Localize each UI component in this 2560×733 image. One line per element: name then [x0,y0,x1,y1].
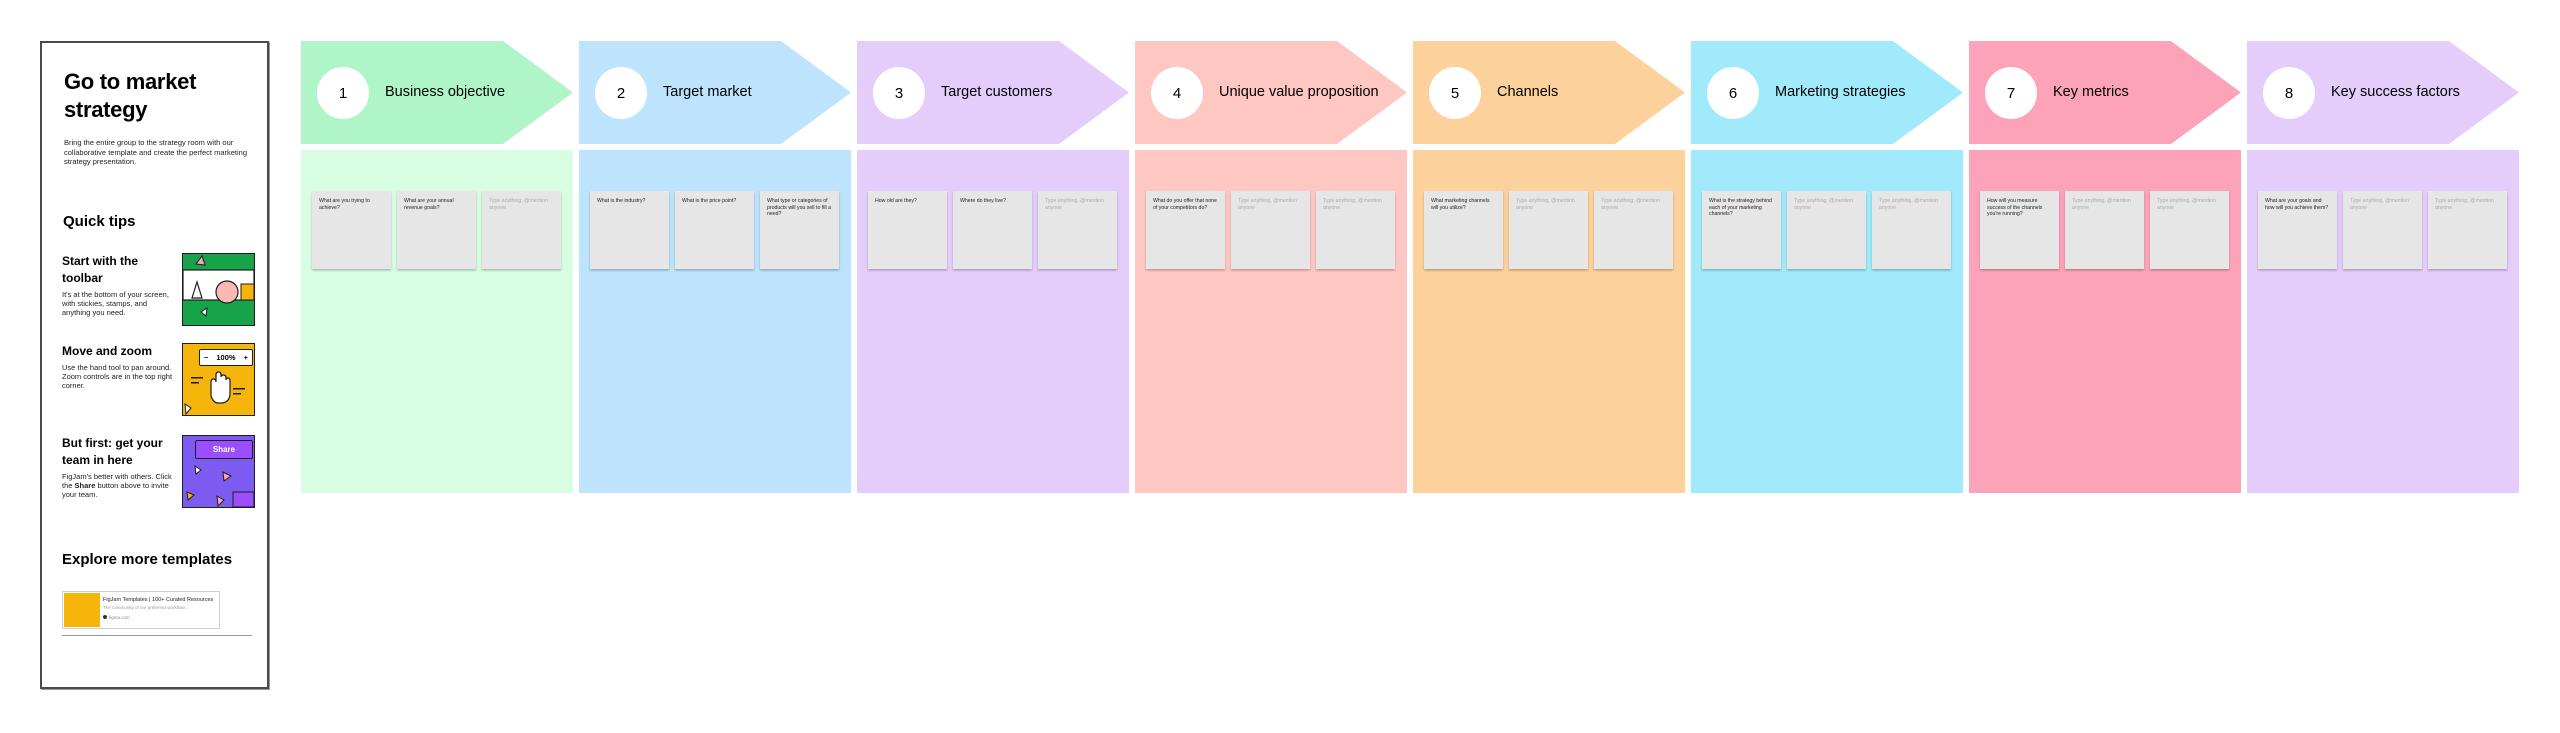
tip-body: It's at the bottom of your screen, with … [62,290,169,317]
step-number: 1 [317,67,369,119]
sticky-note[interactable]: Type anything, @mention anyone [1038,191,1117,269]
zoom-level: 100% [216,353,236,362]
template-name: FigJam Templates | 100+ Curated Resource… [103,597,214,603]
step-number: 6 [1707,67,1759,119]
sticky-note[interactable]: Type anything, @mention anyone [482,191,561,269]
sticky-note[interactable]: Type anything, @mention anyone [1787,191,1866,269]
template-card[interactable]: FigJam Templates | 100+ Curated Resource… [62,591,220,629]
tip-body: Use the hand tool to pan around. Zoom co… [62,363,173,390]
tip-toolbar: Start with the toolbar It's at the botto… [62,253,257,333]
step-column-8: What are your goals and how will you ach… [2247,150,2519,493]
minus-icon: − [204,353,209,362]
sticky-note[interactable]: What type or categories of products will… [760,191,839,269]
step-column-5: What marketing channels will you utilize… [1413,150,1685,493]
step-title: Target customers [941,84,1053,100]
sticky-note[interactable]: Type anything, @mention anyone [1872,191,1951,269]
template-thumbnail [64,593,100,627]
step-header-8: 8 Key success factors [2247,41,2519,144]
step-header-4: 4 Unique value proposition [1135,41,1407,144]
step-title: Channels [1497,84,1559,100]
panel-title: Go to market strategy [64,69,197,122]
sticky-note[interactable]: Type anything, @mention anyone [2150,191,2229,269]
step-column-2: What is the industry?What is the price p… [579,150,851,493]
step-title: Unique value proposition [1219,84,1379,100]
step-number: 8 [2263,67,2315,119]
tip-move-zoom: Move and zoom Use the hand tool to pan a… [62,343,257,423]
sticky-note[interactable]: What marketing channels will you utilize… [1424,191,1503,269]
sticky-note[interactable]: What are your goals and how will you ach… [2258,191,2337,269]
template-subtitle: The community of our preferred workflow.… [103,605,189,610]
step-title: Marketing strategies [1775,84,1906,100]
explore-title: Explore more templates [62,551,233,568]
step-number: 3 [873,67,925,119]
zoom-illustration: − 100% + [182,343,255,416]
sticky-note[interactable]: What are your annual revenue goals? [397,191,476,269]
tip-body: FigJam's better with others. Click the S… [62,472,172,499]
step-number: 4 [1151,67,1203,119]
sticky-note[interactable]: Type anything, @mention anyone [1509,191,1588,269]
step-number: 7 [1985,67,2037,119]
step-header-7: 7 Key metrics [1969,41,2241,144]
step-title: Business objective [385,84,506,100]
tip-title: Move and zoom [62,344,153,358]
sticky-note[interactable]: What is the strategy behind each of your… [1702,191,1781,269]
sticky-note[interactable]: How old are they? [868,191,947,269]
step-column-3: How old are they?Where do they live?Type… [857,150,1129,493]
step-title: Key metrics [2053,84,2129,100]
tip-share: But first: get your team in here FigJam'… [62,435,257,515]
quick-tips-title: Quick tips [63,213,136,230]
step-title: Target market [663,84,752,100]
step-number: 5 [1429,67,1481,119]
share-illustration: Share [182,435,255,508]
panel-description: Bring the entire group to the strategy r… [64,138,248,166]
info-panel: Go to market strategy Bring the entire g… [40,41,269,689]
hand-icon [210,371,231,404]
step-header-3: 3 Target customers [857,41,1129,144]
step-column-4: What do you offer that none of your comp… [1135,150,1407,493]
site-icon [103,615,107,619]
step-header-6: 6 Marketing strategies [1691,41,1963,144]
plus-icon: + [243,353,248,362]
step-column-1: What are you trying to achieve?What are … [301,150,573,493]
step-column-7: How will you measure success of the chan… [1969,150,2241,493]
sticky-note[interactable]: What is the industry? [590,191,669,269]
zoom-control: − 100% + [199,349,253,366]
toolbar-illustration [182,253,255,326]
sticky-note[interactable]: Where do they live? [953,191,1032,269]
sticky-note[interactable]: Type anything, @mention anyone [2065,191,2144,269]
step-header-5: 5 Channels [1413,41,1685,144]
tip-title: But first: get your team in here [62,436,163,467]
tip-title: Start with the toolbar [62,254,139,285]
template-host: figma.com [109,615,130,620]
sticky-note[interactable]: Type anything, @mention anyone [2343,191,2422,269]
sticky-note[interactable]: Type anything, @mention anyone [1594,191,1673,269]
sticky-note[interactable]: What is the price point? [675,191,754,269]
divider [62,635,252,636]
sticky-note[interactable]: How will you measure success of the chan… [1980,191,2059,269]
sticky-note[interactable]: Type anything, @mention anyone [1316,191,1395,269]
sticky-note[interactable]: What do you offer that none of your comp… [1146,191,1225,269]
share-button[interactable]: Share [195,440,253,459]
sticky-note[interactable]: Type anything, @mention anyone [1231,191,1310,269]
step-header-1: 1 Business objective [301,41,573,144]
sticky-note[interactable]: Type anything, @mention anyone [2428,191,2507,269]
step-header-2: 2 Target market [579,41,851,144]
step-number: 2 [595,67,647,119]
step-column-6: What is the strategy behind each of your… [1691,150,1963,493]
sticky-note[interactable]: What are you trying to achieve? [312,191,391,269]
step-title: Key success factors [2331,84,2460,100]
